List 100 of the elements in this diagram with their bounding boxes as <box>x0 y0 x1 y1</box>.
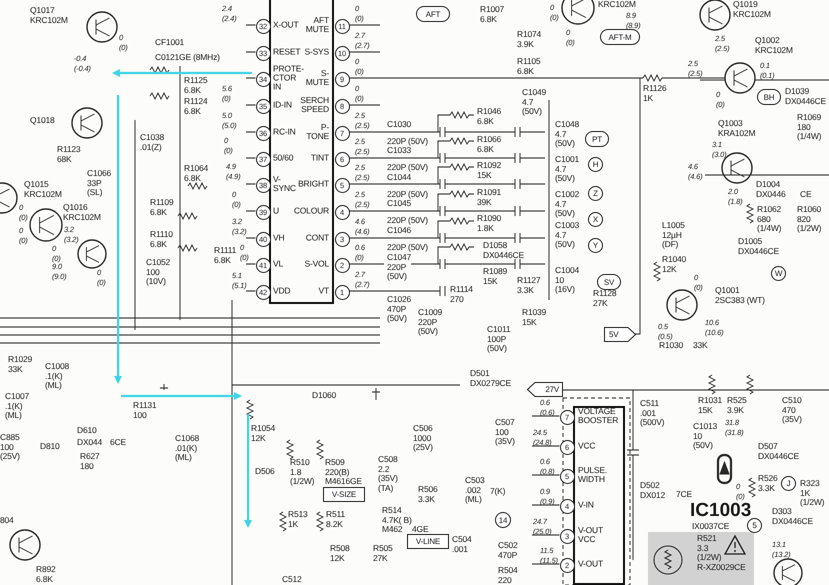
part-label: (TA) <box>378 484 394 493</box>
part-label: (35V) <box>378 474 398 484</box>
part-label: R506 <box>418 485 438 494</box>
part-label: R627 <box>80 452 100 462</box>
part-label: 8.2K <box>326 520 343 529</box>
part-label: D502 <box>640 481 660 490</box>
part-label: (16V) <box>555 285 575 294</box>
part-label: R504 <box>498 566 518 576</box>
ic-designator: IC1003 <box>690 501 752 520</box>
part-label: (ML) <box>465 495 482 504</box>
part-label: D1058 <box>483 241 508 250</box>
part-label: 4GE <box>412 525 428 534</box>
part-label: C1013 <box>693 422 718 432</box>
part-label: DX0446CE <box>785 96 826 106</box>
pin-name: AFT MUTE <box>306 16 329 34</box>
pin-name: COLOUR <box>294 206 329 215</box>
part-label: (1/2W) <box>290 477 314 486</box>
part-label: D1004 <box>756 180 780 190</box>
part-label: R1131 <box>133 401 156 410</box>
pin-name: RESET <box>273 47 300 56</box>
part-label: 10 <box>555 276 564 285</box>
part-label: 4.7 <box>522 98 534 107</box>
part-label: 1K <box>288 520 298 529</box>
part-label: (50V) <box>522 107 542 116</box>
part-label: DX0446CE <box>772 516 813 526</box>
part-label: C1048 <box>555 120 580 130</box>
pin-name: SERCH SPEED <box>300 96 329 114</box>
part-label: D506 <box>255 467 275 476</box>
part-label: 6.8K <box>36 574 53 584</box>
part-label: (1/2W) <box>797 224 822 234</box>
part-label: 100 <box>146 268 160 277</box>
part-label: 470 <box>782 406 796 415</box>
part-label: C1066 <box>87 169 112 178</box>
part-label: R1040 <box>662 255 686 264</box>
part-label: 220P (50V) <box>387 216 428 226</box>
part-label: R1046 <box>477 107 502 116</box>
part-label: R1066 <box>477 135 502 144</box>
part-label: (1/4W) <box>757 224 782 234</box>
part-label: CF1001 <box>155 38 184 48</box>
pin-name: V-IN <box>578 500 594 509</box>
part-label: D1039 <box>785 87 810 96</box>
part-label: Q1003 <box>718 119 743 128</box>
part-label: Q1017 <box>30 6 55 16</box>
part-label: 270 <box>450 294 464 304</box>
part-label: 2SC383 (WT) <box>715 296 765 305</box>
part-label: .002 <box>465 486 481 495</box>
part-label: 33P <box>87 178 102 188</box>
part-label: C1045 <box>387 199 412 208</box>
part-label: R1030 <box>659 341 684 350</box>
part-label: C506 <box>413 424 433 434</box>
signal-tag: AFT <box>416 6 450 22</box>
part-label: C507 <box>495 418 515 428</box>
part-label: R525 <box>727 396 747 406</box>
part-label: DX0446 <box>756 190 786 199</box>
part-label: 39K <box>477 198 492 207</box>
part-label: (25V) <box>413 443 433 452</box>
part-label: R509 <box>325 458 345 468</box>
pin-name: VT <box>318 286 329 295</box>
part-label: R1123 <box>57 145 80 154</box>
part-label: KRC102M <box>30 16 68 25</box>
part-label: 12µH <box>662 230 682 240</box>
part-label: 7CE <box>676 490 692 500</box>
part-label: .001 <box>452 544 468 554</box>
part-label: Q1016 <box>63 203 88 212</box>
part-label: KRC102M <box>755 46 793 55</box>
part-label: R513 <box>288 510 308 520</box>
pin-name: V- SYNC <box>273 174 296 192</box>
part-label: R1128 <box>593 289 616 298</box>
part-label: 804 <box>0 516 14 526</box>
part-label: 4.7K( B) <box>382 516 412 525</box>
part-label: R521 <box>697 534 717 544</box>
part-label: DX044 <box>77 438 102 448</box>
pin-name: PROTE- CTOR IN <box>273 64 304 91</box>
part-label: 33K <box>693 341 708 350</box>
part-label: R505 <box>373 544 393 554</box>
part-label: 6.8K <box>517 66 534 76</box>
part-label: C1068 <box>175 434 200 444</box>
part-label: (50V) <box>387 272 407 282</box>
part-label: C1044 <box>387 173 412 182</box>
part-label: 3.3K <box>758 484 775 493</box>
part-label: DX012 <box>640 490 665 500</box>
part-label: 10 <box>693 432 702 441</box>
part-label: (35V) <box>782 415 802 424</box>
connector-tag: 5V <box>604 327 636 342</box>
part-label: R1007 <box>480 5 504 14</box>
signal-box: V-LINE <box>407 534 449 549</box>
part-label: 220(B) <box>325 468 350 477</box>
part-label: M462 <box>382 525 402 534</box>
part-label: C512 <box>282 575 302 584</box>
pin-name: S- MUTE <box>306 68 329 86</box>
signal-tag: SV <box>597 274 621 290</box>
part-label: 6.8K <box>184 174 201 183</box>
pin-name: V-OUT VCC <box>578 526 603 544</box>
part-label: R1091 <box>477 188 502 198</box>
part-label: C510 <box>782 396 802 406</box>
part-label: (10V) <box>146 277 166 286</box>
part-label: 470P <box>387 304 406 314</box>
pin-name: VOLTAGE BOOSTER <box>578 406 618 424</box>
part-label: 3.3K <box>517 286 534 295</box>
part-label: DX0446CE <box>483 250 524 260</box>
